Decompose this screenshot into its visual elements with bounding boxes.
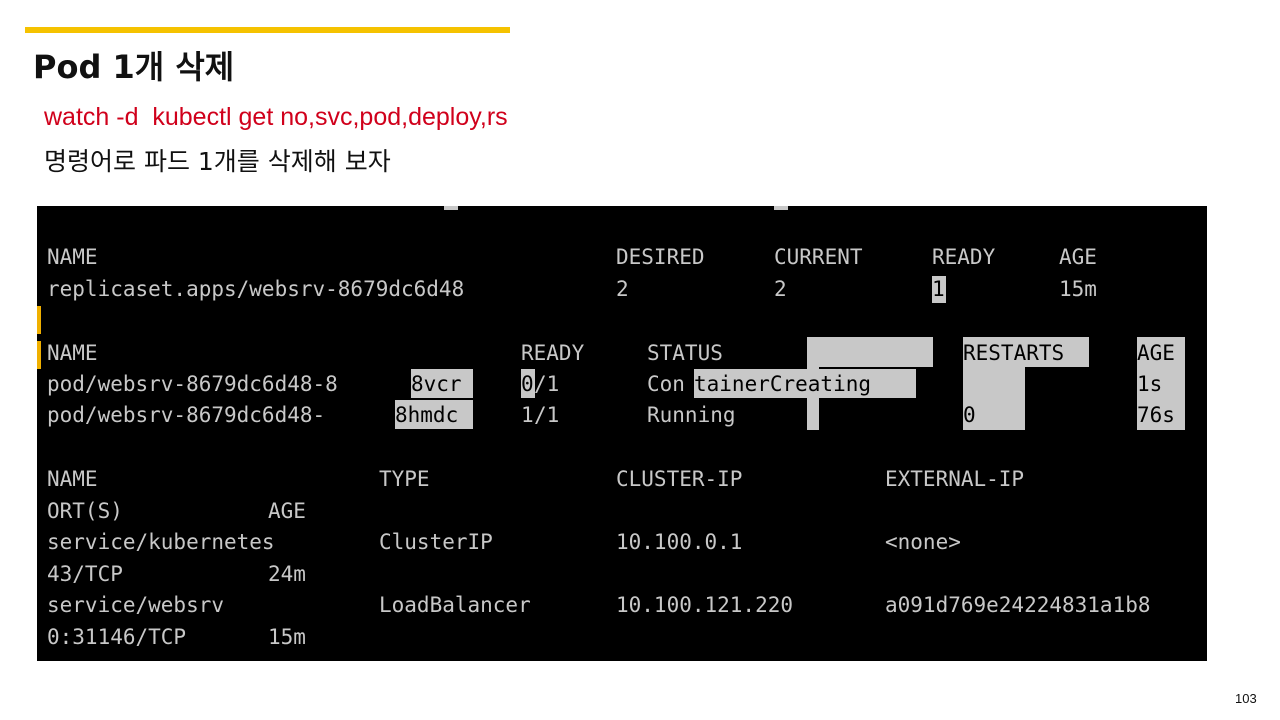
pod-ready-first: 1 <box>521 403 534 427</box>
svc-header-type: TYPE <box>379 467 430 491</box>
pod-ready-rest: /1 <box>534 372 560 396</box>
pod-age: 76s <box>1137 403 1175 427</box>
svc-type: ClusterIP <box>379 530 493 554</box>
svc-ports: 43/TCP <box>47 562 123 586</box>
pod-status-b: tainerCreating <box>694 372 872 396</box>
svc-external-ip: <none> <box>885 530 961 554</box>
svc-header-cluster-ip: CLUSTER-IP <box>616 467 743 491</box>
pod-name-prefix: pod/websrv-8679dc6d48-8 <box>47 372 338 396</box>
changed-block-highlight <box>963 367 1025 430</box>
changed-block-highlight <box>807 337 933 367</box>
rs-header-current: CURRENT <box>774 245 863 269</box>
svc-age: 24m <box>268 562 306 586</box>
cursor-remnant <box>774 206 788 210</box>
svc-type: LoadBalancer <box>379 593 531 617</box>
pod-name-prefix: pod/websrv-8679dc6d48- <box>47 403 326 427</box>
svc-cluster-ip: 10.100.121.220 <box>616 593 794 617</box>
edge-mark <box>37 306 41 334</box>
rs-header-name: NAME <box>47 245 98 269</box>
rs-age: 15m <box>1059 277 1097 301</box>
pod-restarts: 0 <box>963 372 976 396</box>
svc-name: service/websrv <box>47 593 225 617</box>
pod-name-suffix: 8hmdc <box>395 403 459 427</box>
terminal-screenshot: NAME DESIRED CURRENT READY AGE replicase… <box>37 206 1207 661</box>
svc-header-external-ip: EXTERNAL-IP <box>885 467 1025 491</box>
pod-header-age: AGE <box>1137 341 1175 365</box>
rs-header-age: AGE <box>1059 245 1097 269</box>
rs-desired: 2 <box>616 277 629 301</box>
changed-block-highlight <box>1137 337 1185 430</box>
pod-restarts: 0 <box>963 403 976 427</box>
instruction-text: 명령어로 파드 1개를 삭제해 보자 <box>44 147 391 176</box>
pod-name-suffix: 8vcr <box>411 372 462 396</box>
changed-cell-highlight <box>521 369 535 398</box>
rs-ready: 1 <box>932 277 945 301</box>
rs-name: replicaset.apps/websrv-8679dc6d48 <box>47 277 465 301</box>
rs-header-desired: DESIRED <box>616 245 705 269</box>
svc-header-name: NAME <box>47 467 98 491</box>
title-accent-bar <box>25 27 510 33</box>
edge-mark <box>37 341 41 369</box>
changed-cell-highlight <box>411 369 473 398</box>
svc-cluster-ip: 10.100.0.1 <box>616 530 743 554</box>
changed-cell-highlight <box>694 369 916 398</box>
watch-command: watch -d kubectl get no,svc,pod,deploy,r… <box>44 103 508 131</box>
svc-ports: 0:31146/TCP <box>47 625 187 649</box>
rs-header-ready: READY <box>932 245 996 269</box>
pod-ready-rest: /1 <box>534 403 560 427</box>
pod-header-ready: READY <box>521 341 585 365</box>
pod-header-name: NAME <box>47 341 98 365</box>
pod-age: 1s <box>1137 372 1163 396</box>
svc-header-age: AGE <box>268 499 306 523</box>
svc-age: 15m <box>268 625 306 649</box>
rs-current: 2 <box>774 277 787 301</box>
changed-cell-highlight <box>932 276 946 303</box>
pod-ready-first: 0 <box>521 372 534 396</box>
pod-header-restarts: RESTARTS <box>963 341 1065 365</box>
pod-status: Running <box>647 403 736 427</box>
svc-name: service/kubernetes <box>47 530 275 554</box>
svc-external-ip: a091d769e24224831a1b8 <box>885 593 1151 617</box>
pod-header-status: STATUS <box>647 341 723 365</box>
changed-cell-highlight <box>395 400 473 429</box>
changed-block-highlight <box>963 337 1089 367</box>
page-number: 103 <box>1235 691 1257 706</box>
slide-title: Pod 1개 삭제 <box>33 48 235 86</box>
cursor-remnant <box>444 206 458 210</box>
pod-status-a: Con <box>647 372 685 396</box>
svc-header-ports: ORT(S) <box>47 499 123 523</box>
